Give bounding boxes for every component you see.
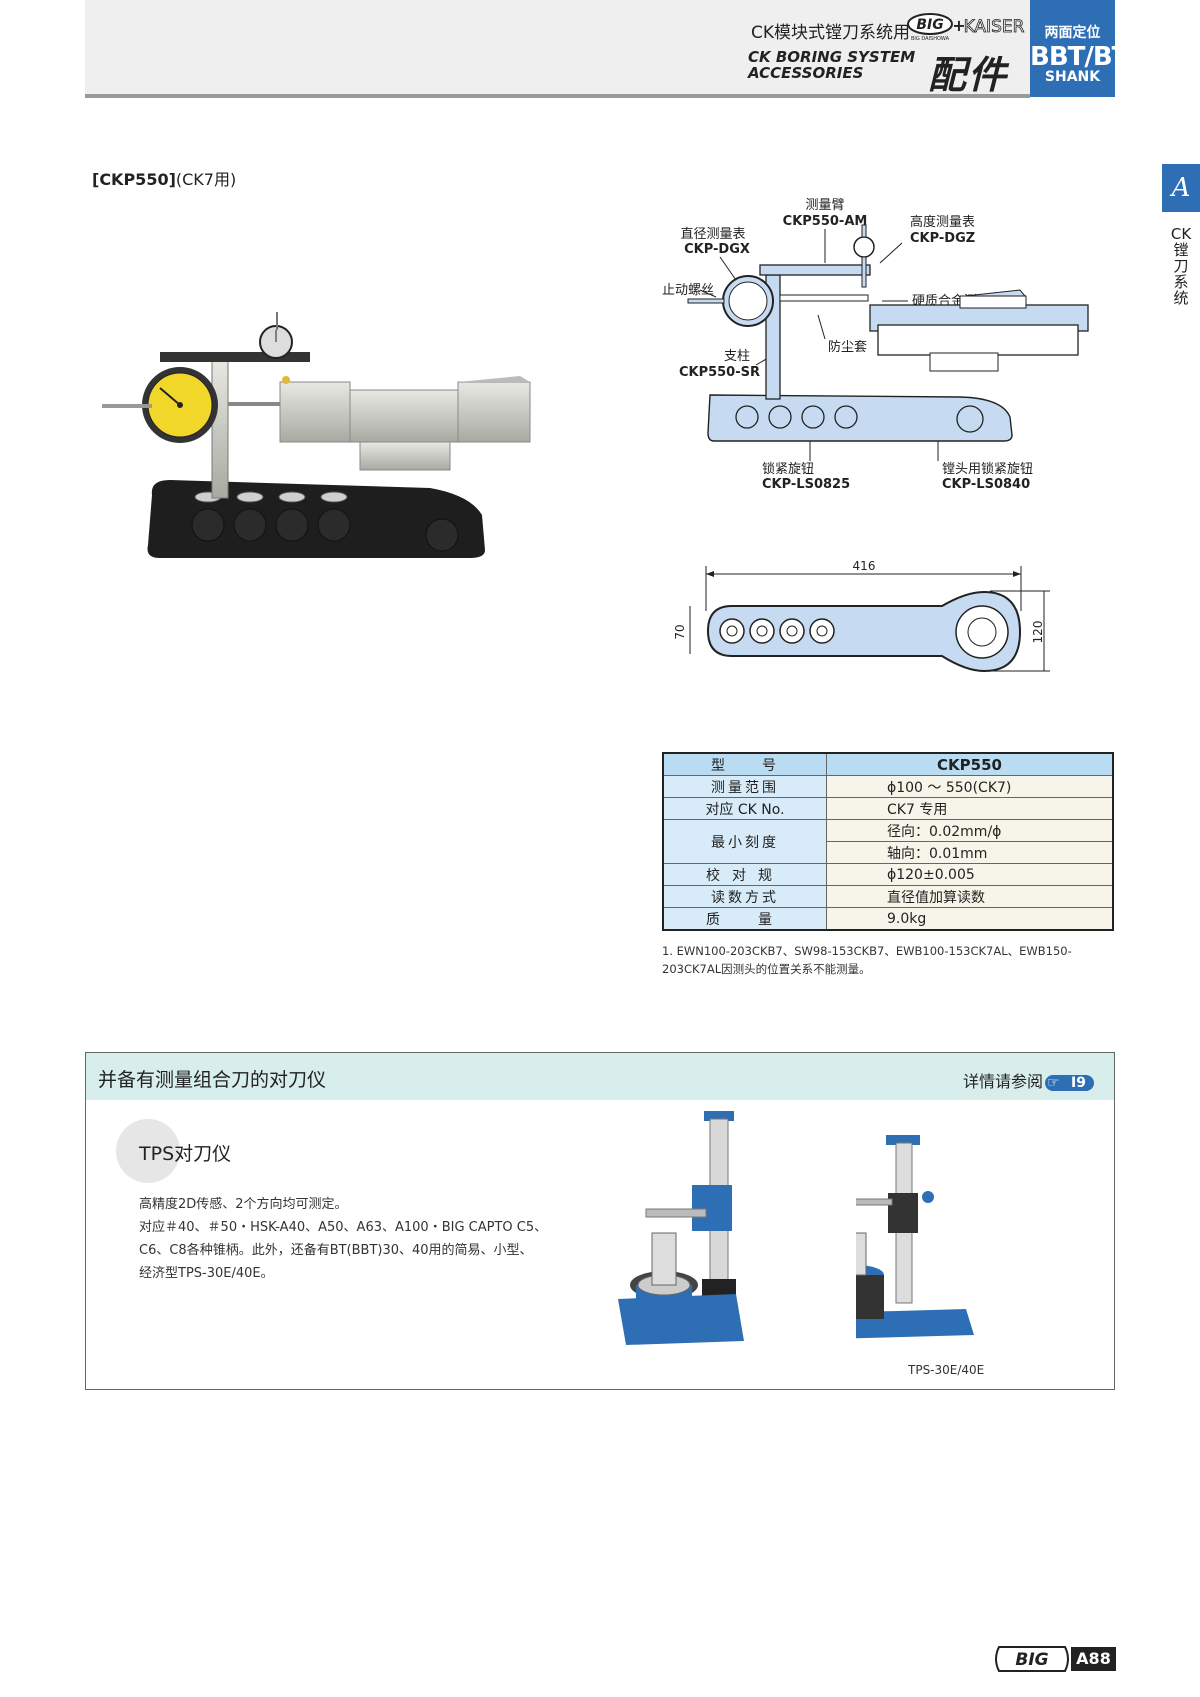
model-code: [CKP550]	[92, 170, 176, 189]
brand-daishowa-text: BIG DAISHOWA	[911, 36, 950, 42]
promo-ref-text: 详情请参阅	[963, 1072, 1044, 1091]
spec-value: ϕ120±0.005	[826, 863, 1114, 886]
promo-reference[interactable]: 详情请参阅☞ I9	[963, 1068, 1094, 1092]
spec-row: 测量范围 ϕ100 ～ 550(CK7)	[662, 775, 1114, 798]
tps-30e-40e-photo	[856, 1135, 974, 1339]
tps-desc-line: 经济型TPS-30E/40E。	[139, 1266, 274, 1281]
label-arm-code: CKP550-AM	[783, 214, 868, 229]
ckp550-parts-diagram: 测量臂 CKP550-AM 直径测量表 CKP-DGX 高度测量表 CKP-DG…	[662, 198, 1089, 492]
pointing-hand-icon: ☞	[1047, 1074, 1060, 1091]
promo-title: 并备有测量组合刀的对刀仪	[98, 1069, 327, 1091]
section-title: [CKP550](CK7用)	[92, 166, 236, 190]
spec-label: 校对规	[662, 863, 827, 886]
big-logo-footer: BIG	[995, 1646, 1069, 1672]
label-dust-cover: 防尘套	[828, 339, 867, 355]
shank-badge-line3: SHANK	[1044, 69, 1101, 85]
page-header	[85, 0, 1030, 98]
spec-value: 轴向：0.01mm	[826, 841, 1114, 864]
side-tab-label: CK镗刀系统	[1170, 225, 1192, 307]
page-ref-pill[interactable]: ☞ I9	[1045, 1074, 1094, 1091]
spec-value: 直径值加算读数	[826, 885, 1114, 908]
tps-product-name: TPS对刀仪	[139, 1143, 232, 1165]
spec-value: 径向：0.02mm/ϕ	[826, 819, 1114, 842]
label-dgx-cn: 直径测量表	[680, 227, 745, 242]
tps-desc-line: C6、C8各种锥柄。此外，还备有BT(BBT)30、40用的简易、小型、	[139, 1243, 533, 1258]
spec-label: 测量范围	[662, 775, 827, 798]
label-lock-knob-cn: 锁紧旋钮	[762, 461, 814, 477]
spec-row: 质 量 9.0kg	[662, 907, 1114, 931]
header-subtitle-en-line2: ACCESSORIES	[748, 64, 864, 82]
label-dgz-code: CKP-DGZ	[910, 231, 975, 246]
spec-label: 质 量	[662, 907, 827, 931]
header-title-cn: CK模块式镗刀系统用	[750, 23, 910, 43]
page-number: A88	[1071, 1647, 1116, 1671]
brand-plus-text: +	[952, 16, 965, 35]
tps-desc-line: 高精度2D传感、2个方向均可测定。	[139, 1197, 348, 1212]
dim-length-label: 416	[853, 559, 876, 573]
spec-value: ϕ100 ～ 550(CK7)	[826, 775, 1114, 798]
spec-label: 读数方式	[662, 885, 827, 908]
ckp550-top-view-drawing: 416 70 120	[673, 559, 1050, 673]
tps-30e-40e-caption: TPS-30E/40E	[908, 1363, 985, 1377]
label-post-cn: 支柱	[724, 349, 750, 364]
brand-logo: BIG BIG DAISHOWA + KAISER	[907, 13, 1025, 42]
label-dgx-code: CKP-DGX	[684, 242, 750, 257]
dim-height-left-label: 70	[673, 624, 687, 639]
label-stop-screw: 止动螺丝	[662, 283, 714, 298]
brand-kaiser-text: KAISER	[964, 17, 1025, 37]
header-accessories-cn: 配件	[928, 53, 1009, 97]
promo-header-bar	[86, 1053, 1114, 1100]
footer-brand-text: BIG	[1015, 1650, 1048, 1670]
tps-desc-line: 对应＃40、＃50・HSK-A40、A50、A63、A100・BIG CAPTO…	[139, 1220, 548, 1235]
spec-row: 校对规 ϕ120±0.005	[662, 863, 1114, 886]
tps-promo-box: 并备有测量组合刀的对刀仪 详情请参阅☞ I9 TPS对刀仪 高精度2D传感、2个方…	[85, 1052, 1115, 1390]
header-subtitle-en: CK BORING SYSTEM ACCESSORIES	[748, 49, 1000, 81]
decorative-circle	[116, 1119, 180, 1183]
spec-label: 对应 CK No.	[662, 797, 827, 820]
spec-footnote: 1. EWN100-203CKB7、SW98-153CKB7、EWB100-15…	[662, 944, 1072, 976]
spec-label: 最小刻度	[662, 819, 827, 864]
promo-ref-page: I9	[1071, 1074, 1086, 1091]
label-arm-cn: 测量臂	[805, 198, 844, 213]
tps-description: 高精度2D传感、2个方向均可测定。 对应＃40、＃50・HSK-A40、A50、…	[139, 1193, 559, 1285]
label-head-knob-code: CKP-LS0840	[942, 477, 1030, 492]
label-head-knob-cn: 镗头用锁紧旋钮	[942, 461, 1033, 477]
header-subtitle-en-line1: CK BORING SYSTEM	[748, 48, 916, 66]
model-note: (CK7用)	[175, 170, 237, 189]
ckp550-product-photo	[102, 312, 531, 558]
spec-row: 读数方式 直径值加算读数	[662, 885, 1114, 908]
tps-presetter-photo	[618, 1111, 744, 1345]
shank-badge: 两面定位 BBT/BT SHANK	[1030, 0, 1129, 97]
spec-row: 对应 CK No. CK7 专用	[662, 797, 1114, 820]
spec-header-value: CKP550	[826, 752, 1114, 776]
dim-height-right-label: 120	[1031, 621, 1045, 644]
spec-value: CK7 专用	[826, 797, 1114, 820]
shank-badge-line2: BBT/BT	[1030, 42, 1129, 72]
spec-header-label: 型 号	[662, 752, 827, 776]
side-tab-letter[interactable]: A	[1162, 164, 1200, 212]
spec-row: 轴向：0.01mm	[663, 841, 1114, 864]
shank-badge-line1: 两面定位	[1044, 25, 1101, 41]
label-post-code: CKP550-SR	[679, 365, 760, 380]
spec-header-row: 型 号 CKP550	[662, 752, 1114, 776]
spec-table: 型 号 CKP550 测量范围 ϕ100 ～ 550(CK7) 对应 CK No…	[662, 752, 1114, 931]
brand-big-text: BIG	[916, 17, 943, 33]
label-dgz-cn: 高度测量表	[910, 214, 975, 230]
spec-value: 9.0kg	[826, 907, 1114, 931]
spec-row: 最小刻度 径向：0.02mm/ϕ	[662, 819, 1114, 864]
label-lock-knob-code: CKP-LS0825	[762, 477, 850, 492]
